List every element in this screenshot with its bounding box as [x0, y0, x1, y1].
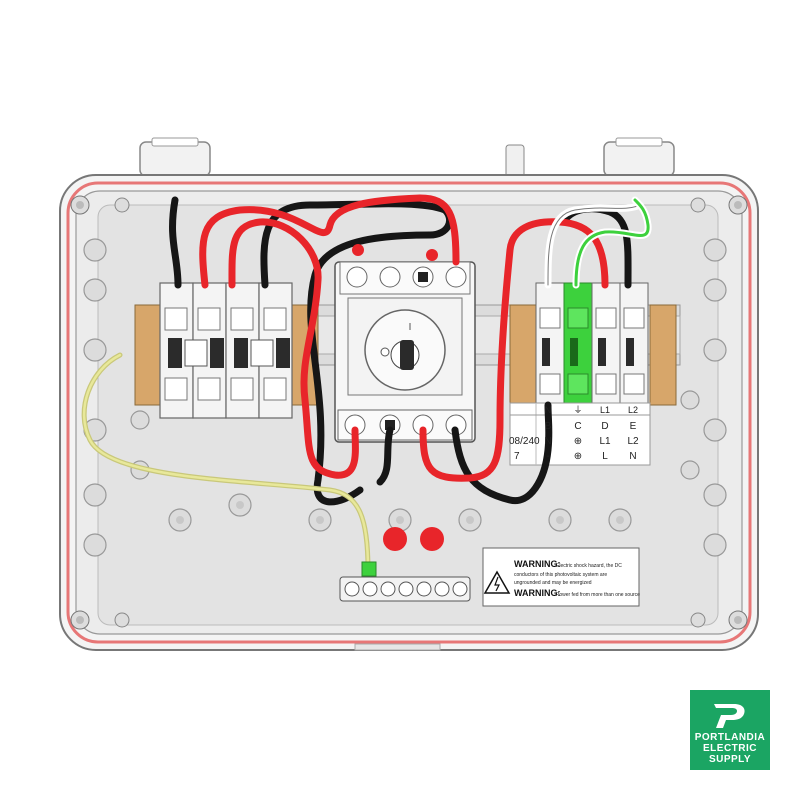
- terminal-label-table: [509, 402, 651, 466]
- right-terminal-block: [509, 282, 677, 406]
- table-row2-c: ⊕: [574, 451, 582, 462]
- table-letter-e: E: [630, 421, 637, 432]
- hazard-triangle-icon: [483, 570, 511, 594]
- table-row1-label: 08/240: [509, 436, 540, 447]
- table-row1-b: N: [544, 436, 551, 447]
- brand-p-icon: [714, 704, 745, 728]
- disconnect-switch: [334, 261, 476, 443]
- terminal-label-ground: ⏚: [573, 405, 582, 415]
- mounting-screws: [70, 195, 748, 630]
- warning-title-2: WARNING:: [514, 588, 561, 598]
- table-letter-d: D: [601, 421, 608, 432]
- wiring: [81, 194, 652, 573]
- brand-name-line1: PORTLANDIA: [694, 732, 766, 743]
- terminal-label-l1: L1: [600, 405, 610, 415]
- brand-name-line2: ELECTRIC: [703, 743, 757, 754]
- table-row1-e: L2: [627, 436, 639, 447]
- terminal-label-n: N: [545, 405, 552, 415]
- brand-name-line3: SUPPLY: [708, 754, 752, 765]
- table-letter-b: B: [545, 421, 552, 432]
- warning-label: WARNING: Electric shock hazard, the DC c…: [482, 547, 640, 607]
- table-letter-c: C: [574, 421, 581, 432]
- ground-bar: [339, 561, 471, 602]
- warning-text-4: Power fed from more than one source: [556, 592, 640, 598]
- warning-text-1: Electric shock hazard, the DC: [556, 563, 622, 569]
- brand-logo: PORTLANDIA ELECTRIC SUPPLY: [690, 690, 770, 770]
- left-terminal-block: [134, 282, 319, 419]
- table-row2-e: N: [629, 451, 636, 462]
- terminal-label-l2: L2: [628, 405, 638, 415]
- table-row1-c: ⊕: [574, 436, 582, 447]
- warning-title-1: WARNING:: [514, 559, 561, 569]
- table-row2-b: -: [546, 451, 549, 462]
- table-row2-d: L: [602, 451, 608, 462]
- table-row2-label: 7: [514, 451, 520, 462]
- terminal-header-labels: N ⏚ L1 L2: [545, 405, 638, 415]
- table-row1-d: L1: [599, 436, 611, 447]
- warning-text-3: ungrounded and may be energized: [514, 580, 592, 586]
- warning-text-2: conductors of this photovoltaic system a…: [514, 572, 607, 578]
- terminal-table-text: B C D E 08/240 N ⊕ L1 L2 7 - ⊕ L N: [509, 421, 639, 462]
